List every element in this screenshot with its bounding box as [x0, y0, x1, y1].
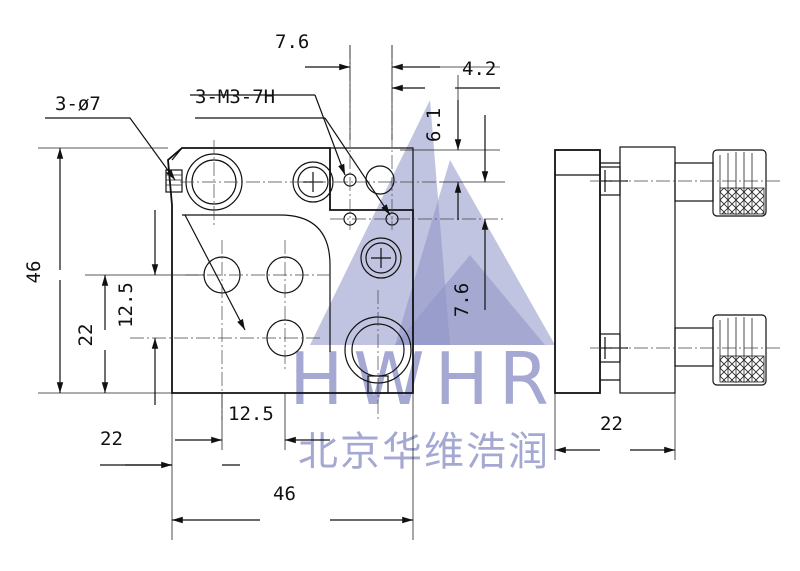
watermark-brand: HWHR — [289, 337, 559, 421]
dim-12-5-bottom: 12.5 — [228, 403, 274, 425]
side-view — [554, 146, 780, 394]
screw-right — [360, 237, 402, 279]
adjuster-knob-bottom — [599, 314, 767, 386]
adjuster-knob-top — [599, 149, 767, 217]
dim-22-side: 22 — [600, 413, 623, 435]
dim-7-6-right: 7.6 — [451, 283, 473, 317]
dim-3-m3-7h: 3-M3-7H — [195, 86, 275, 108]
dim-46-left: 46 — [23, 261, 45, 284]
dim-4-2: 4.2 — [462, 58, 496, 80]
watermark-company: 北京华维浩润 — [298, 429, 550, 475]
dim-6-1: 6.1 — [423, 108, 445, 142]
dim-22-bottom: 22 — [100, 428, 123, 450]
dim-7-6-top: 7.6 — [275, 31, 309, 53]
dimension-lines — [38, 45, 676, 540]
side-plate — [554, 149, 601, 394]
dim-22-left: 22 — [75, 324, 97, 347]
dim-12-5-left: 12.5 — [115, 282, 137, 328]
dim-3-phi7: 3-ø7 — [55, 93, 101, 115]
watermark-logo — [310, 100, 555, 345]
dim-46-bottom: 46 — [273, 483, 296, 505]
